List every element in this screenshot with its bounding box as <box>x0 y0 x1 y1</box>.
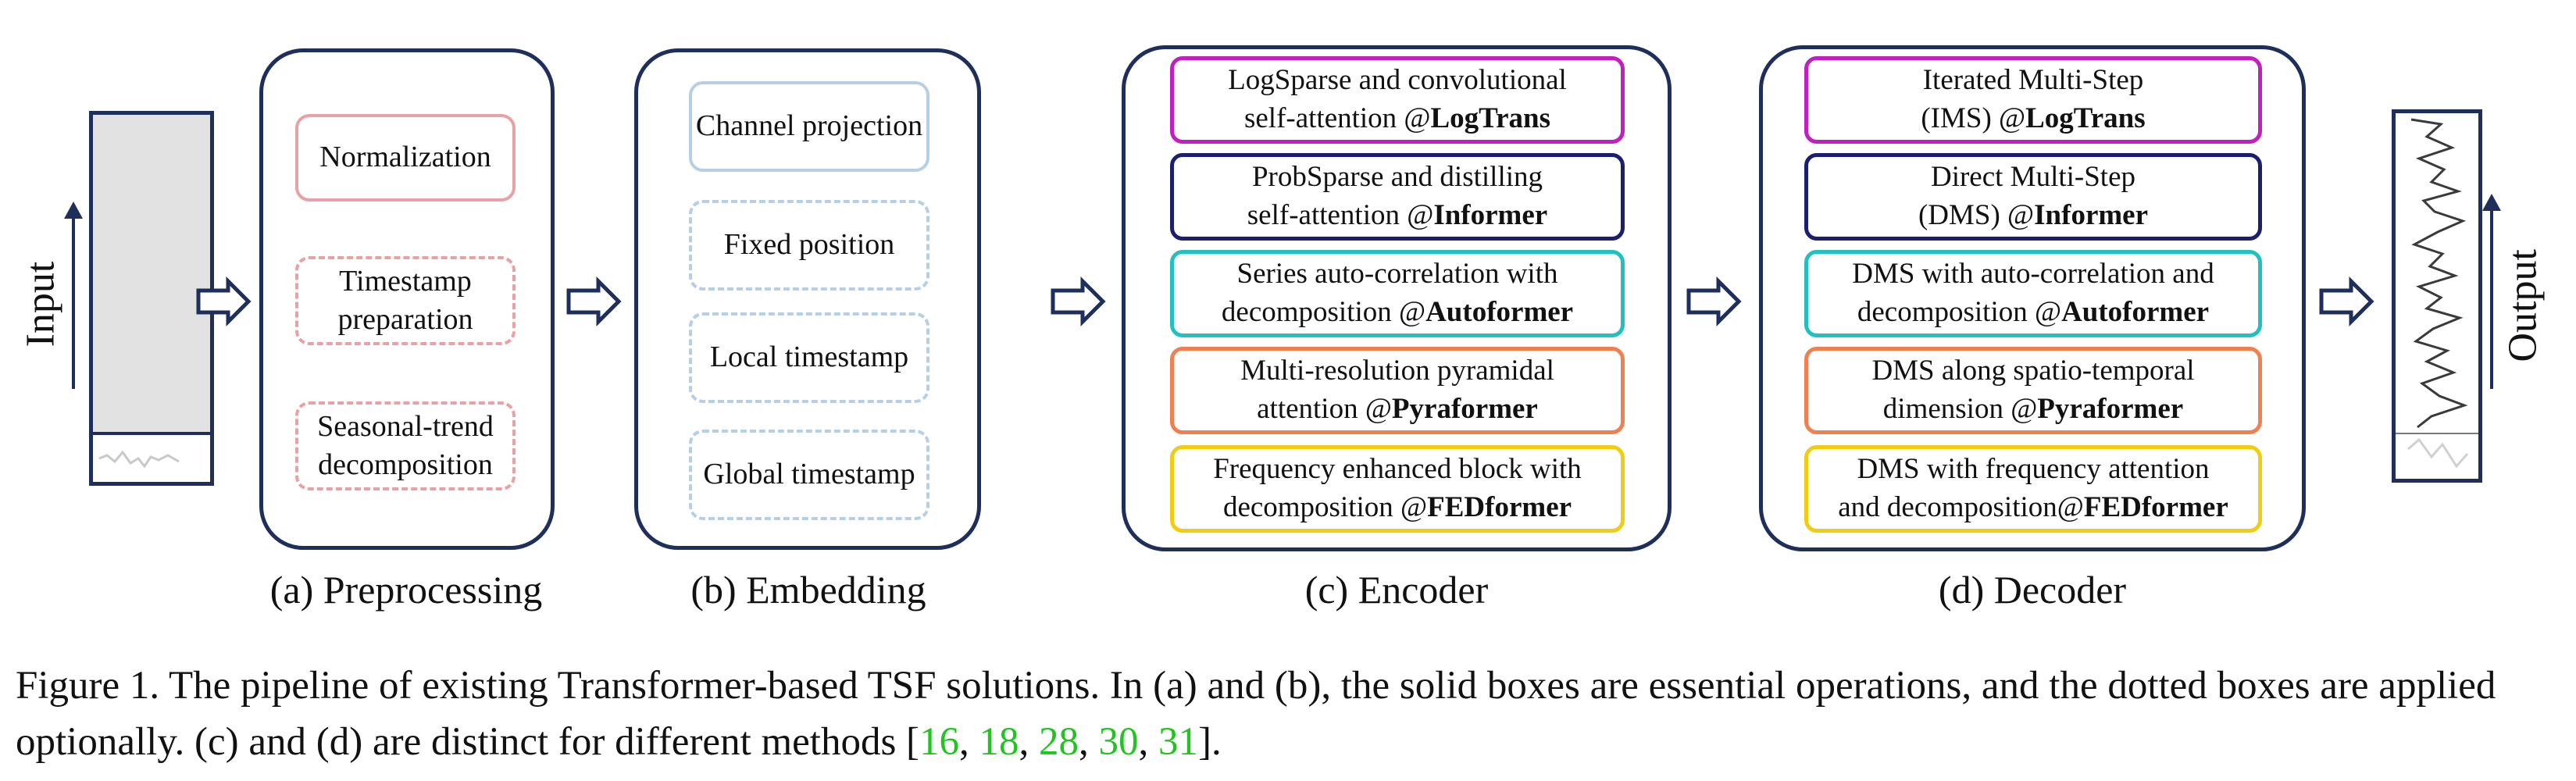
preprocessing-caption: (a) Preprocessing <box>269 568 543 612</box>
encoder-method-desc: decomposition @ <box>1222 491 1428 523</box>
output-series-line <box>2396 118 2478 469</box>
encoder-method-line2: self-attention @LogTrans <box>1228 100 1567 138</box>
input-series-panel <box>89 111 214 486</box>
decoder-method-box: Iterated Multi-Step(IMS) @LogTrans <box>1804 56 2262 144</box>
encoder-method-name: FEDformer <box>1427 491 1572 523</box>
output-up-arrow-icon <box>2482 194 2501 389</box>
encoder-method-name: Autoformer <box>1425 296 1574 328</box>
citation-link[interactable]: 28 <box>1039 720 1079 765</box>
encoder-method-desc: self-attention @ <box>1247 199 1434 231</box>
flow-arrow-icon <box>566 276 622 327</box>
decoder-method-name: LogTrans <box>2025 102 2146 134</box>
flow-arrow-icon <box>1686 276 1742 327</box>
encoder-method-desc: decomposition @ <box>1221 296 1426 328</box>
output-label: Output <box>2500 249 2546 362</box>
encoder-method-name: Informer <box>1433 199 1548 231</box>
decoder-method-line2: decomposition @Autoformer <box>1852 294 2214 332</box>
decoder-method-line1: Iterated Multi-Step <box>1922 64 2144 97</box>
encoder-method-name: Pyraformer <box>1391 393 1538 425</box>
embedding-caption: (b) Embedding <box>690 568 926 612</box>
output-series-panel <box>2392 109 2482 483</box>
decoder-method-name: Autoformer <box>2061 296 2210 328</box>
citation-link[interactable]: 30 <box>1098 720 1139 765</box>
figure-caption-end: ]. <box>1198 720 1222 765</box>
encoder-method-line1: Multi-resolution pyramidal <box>1240 355 1554 387</box>
encoder-method-line1: LogSparse and convolutional <box>1228 64 1567 97</box>
citation-link[interactable]: 31 <box>1158 720 1199 765</box>
encoder-method-name: LogTrans <box>1430 102 1551 134</box>
decoder-method-desc: dimension @ <box>1882 393 2038 425</box>
encoder-method-line1: Series auto-correlation with <box>1236 258 1558 291</box>
figure-caption-text: Figure 1. The pipeline of existing Trans… <box>16 664 2496 765</box>
decoder-method-line2: (IMS) @LogTrans <box>1921 100 2145 138</box>
encoder-method-line2: attention @Pyraformer <box>1240 390 1554 429</box>
fixed-position-box: Fixed position <box>689 200 929 291</box>
citation-link[interactable]: 18 <box>979 720 1019 765</box>
encoder-method-line1: ProbSparse and distilling <box>1251 161 1543 194</box>
decoder-method-name: FEDformer <box>2083 491 2228 523</box>
decoder-method-desc: (IMS) @ <box>1921 102 2026 134</box>
local-timestamp-box: Local timestamp <box>689 312 929 403</box>
decoder-caption: (d) Decoder <box>1938 568 2127 612</box>
encoder-method-line2: decomposition @FEDformer <box>1213 489 1582 527</box>
normalization-box: Normalization <box>295 114 516 201</box>
decoder-method-line2: (DMS) @Informer <box>1918 197 2148 235</box>
global-timestamp-box: Global timestamp <box>689 430 929 520</box>
input-label: Input <box>18 261 63 348</box>
timestamp-preparation-box: Timestamp preparation <box>295 256 516 345</box>
input-up-arrow-icon <box>64 201 83 389</box>
decoder-method-line1: DMS along spatio-temporal <box>1871 355 2195 387</box>
decoder-method-line1: Direct Multi-Step <box>1930 161 2136 194</box>
decoder-method-line2: and decomposition@FEDformer <box>1838 489 2228 527</box>
decoder-method-desc: (DMS) @ <box>1918 199 2035 231</box>
decoder-method-box: Direct Multi-Step(DMS) @Informer <box>1804 153 2262 241</box>
flow-arrow-icon <box>1051 276 1106 327</box>
decoder-method-line2: dimension @Pyraformer <box>1871 390 2194 429</box>
citation-link[interactable]: 16 <box>919 720 960 765</box>
encoder-method-desc: attention @ <box>1257 393 1392 425</box>
decoder-method-desc: and decomposition@ <box>1838 491 2084 523</box>
encoder-method-line1: Frequency enhanced block with <box>1213 453 1582 486</box>
decoder-method-line1: DMS with auto-correlation and <box>1852 258 2214 291</box>
encoder-method-desc: self-attention @ <box>1243 102 1431 134</box>
decoder-method-line1: DMS with frequency attention <box>1857 453 2210 486</box>
flow-arrow-icon <box>196 276 252 327</box>
encoder-method-line2: decomposition @Autoformer <box>1222 294 1573 332</box>
figure-caption: Figure 1. The pipeline of existing Trans… <box>16 664 2496 765</box>
input-series-footer <box>93 432 210 482</box>
encoder-caption: (c) Encoder <box>1304 568 1489 612</box>
channel-projection-box: Channel projection <box>689 81 929 172</box>
encoder-method-line2: self-attention @Informer <box>1247 197 1547 235</box>
decoder-method-name: Pyraformer <box>2037 393 2184 425</box>
input-series-sparkline <box>98 450 180 469</box>
decoder-method-name: Informer <box>2034 199 2149 231</box>
seasonal-trend-decomposition-box: Seasonal-trend decomposition <box>295 401 516 490</box>
flow-arrow-icon <box>2319 276 2374 327</box>
decoder-method-desc: decomposition @ <box>1857 296 2062 328</box>
